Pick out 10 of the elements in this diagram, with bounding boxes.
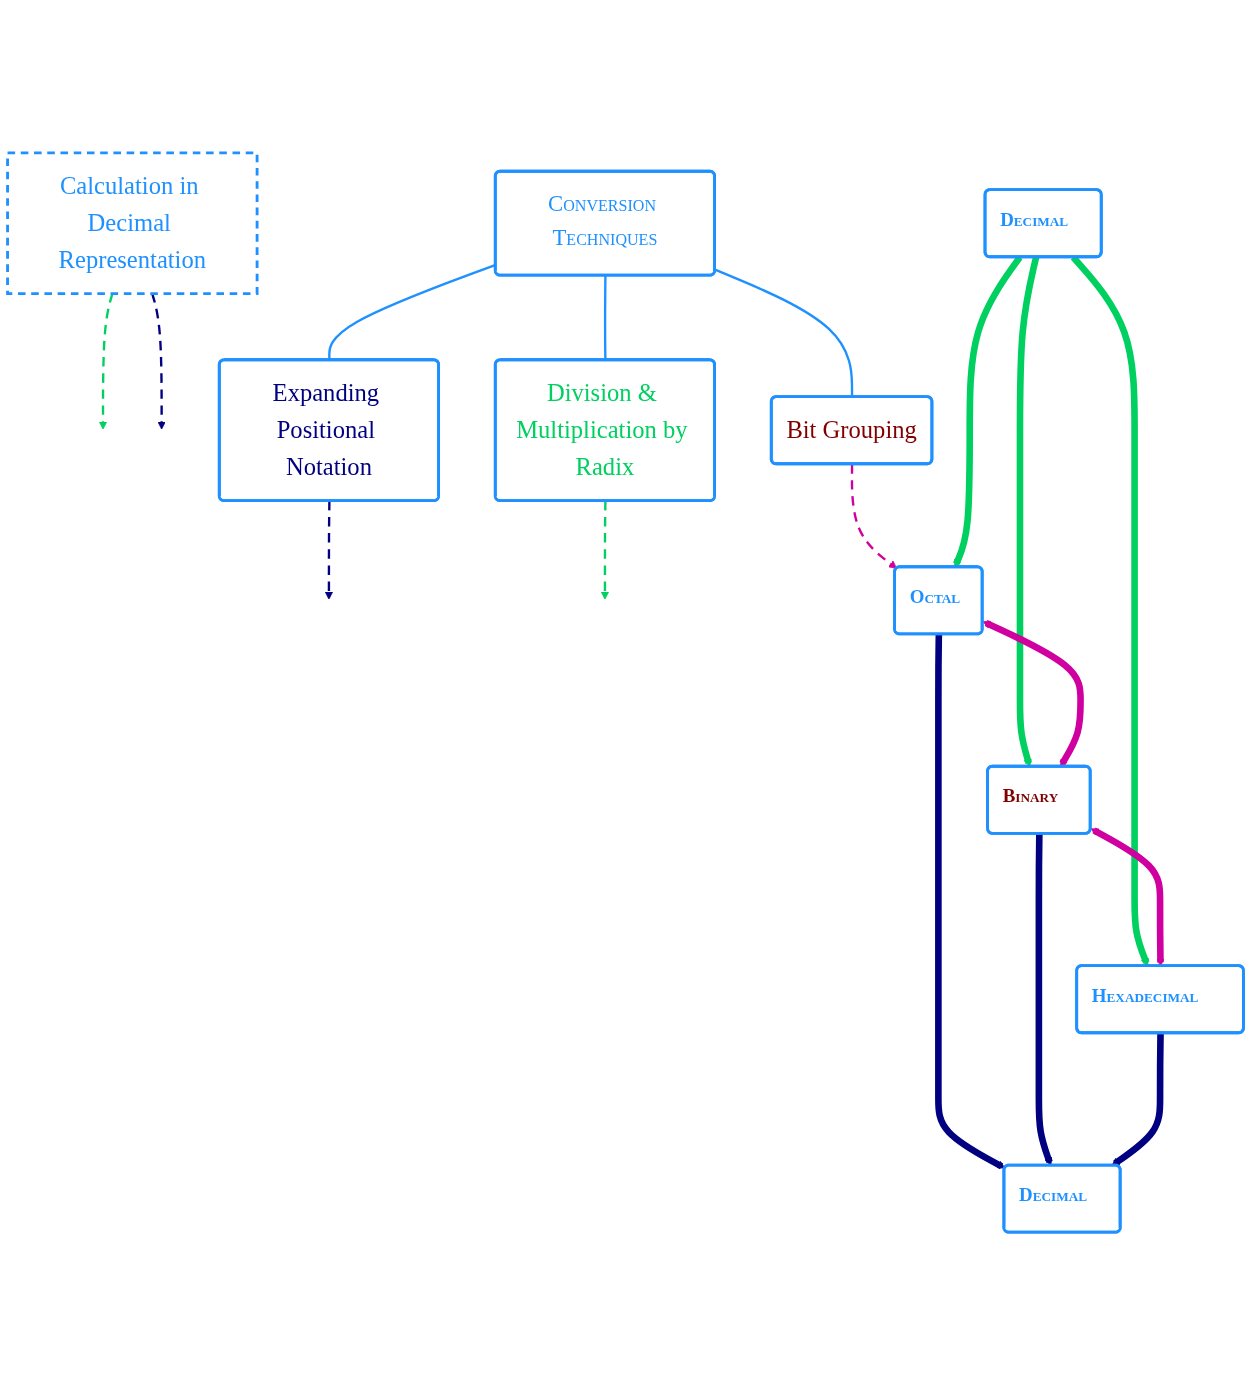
- arrow: [935, 634, 1006, 1170]
- arrow: [324, 501, 334, 600]
- node-box: Calculation in Decimal Representation: [6, 151, 259, 296]
- arrow: [151, 293, 166, 430]
- arrow: [98, 293, 114, 430]
- arrow: [1111, 1033, 1164, 1167]
- arrow: [1035, 833, 1053, 1166]
- arrow: [600, 501, 610, 600]
- arrow: [953, 255, 1023, 568]
- arrow: [850, 464, 898, 569]
